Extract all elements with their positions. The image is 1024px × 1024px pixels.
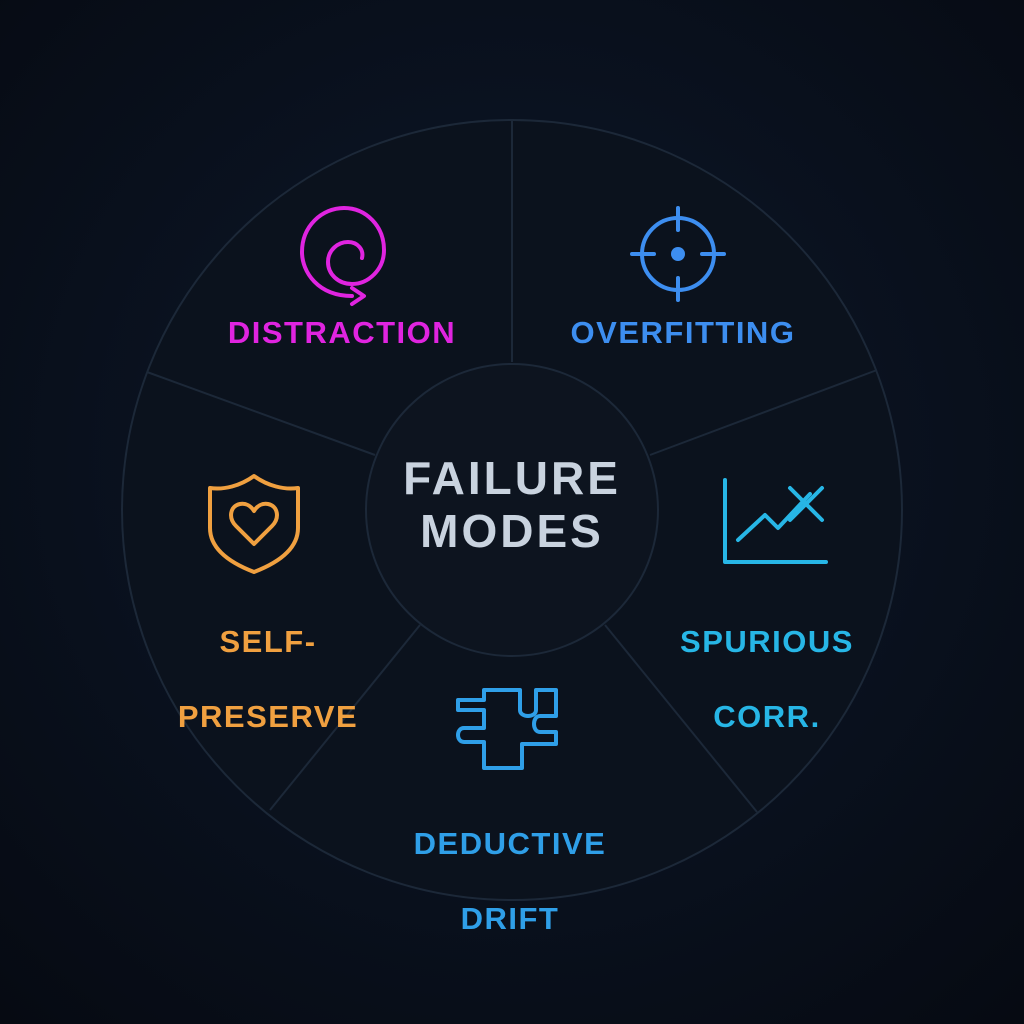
spiral-icon [300,206,386,306]
segment-label-deductive-drift: DEDUCTIVE DRIFT [380,788,640,974]
trend-chart-icon [723,478,828,564]
center-title-line: MODES [420,504,604,557]
segment-label-line: SELF- [219,624,317,660]
shield-heart-icon [208,474,300,574]
segment-label-self-preserve: SELF- PRESERVE [160,586,376,772]
center-circle [365,363,659,657]
segment-label-line: DRIFT [460,900,560,936]
segment-label-line: CORR. [713,698,821,734]
segment-label-overfitting: OVERFITTING [570,315,796,350]
segment-label-distraction: DISTRACTION [227,315,457,350]
puzzle-piece-icon [456,688,558,770]
divider-line [269,624,421,811]
divider-line [604,624,758,813]
crosshair-icon [630,206,726,302]
center-title: FAILURE MODES [372,452,652,558]
divider-line [146,371,376,456]
center-title-line: FAILURE [403,452,621,504]
divider-line [649,369,878,456]
segment-label-line: SPURIOUS [680,624,854,660]
segment-label-line: DEDUCTIVE [413,826,607,862]
segment-label-spurious-corr: SPURIOUS CORR. [660,586,874,772]
segment-label-line: PRESERVE [177,698,359,734]
